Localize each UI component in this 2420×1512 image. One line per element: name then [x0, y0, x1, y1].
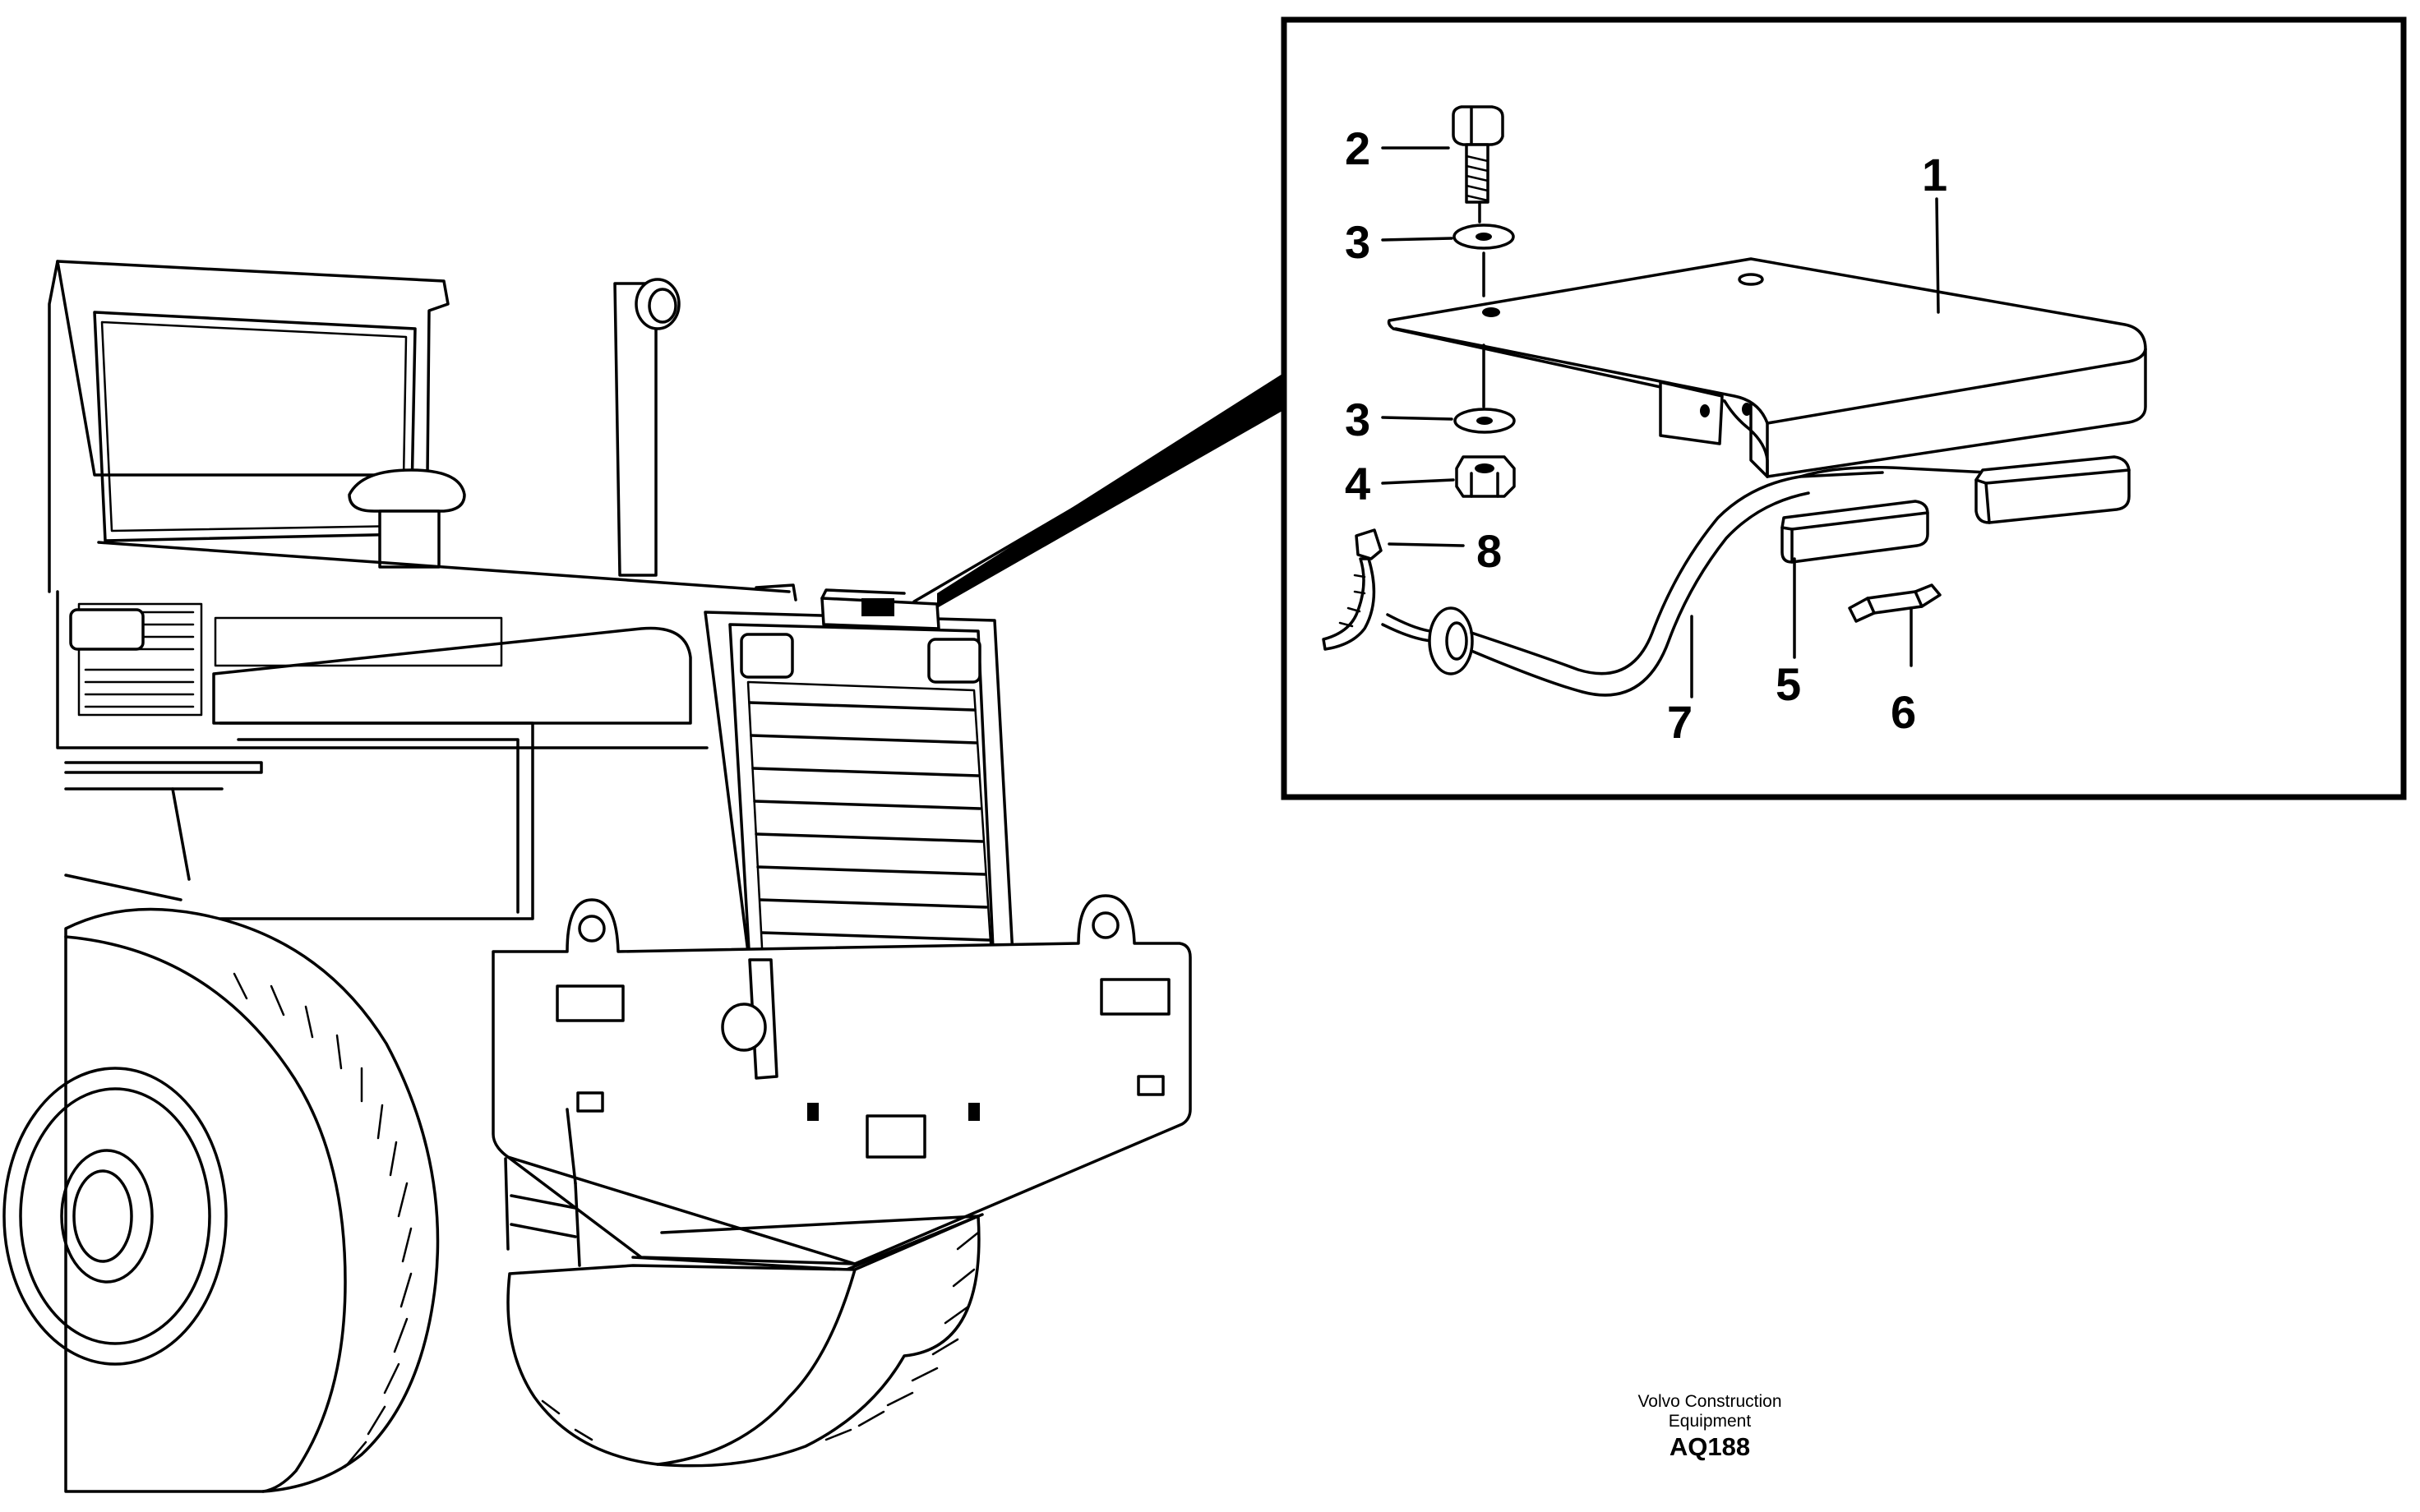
callout-3-upper: 3	[1345, 216, 1370, 268]
drawing-code: AQ188	[1669, 1432, 1751, 1461]
callout-1: 1	[1922, 149, 1947, 201]
callout-3-lower: 3	[1345, 394, 1370, 445]
callout-4: 4	[1345, 458, 1370, 509]
counterweight	[492, 894, 1192, 1265]
callout-7: 7	[1667, 696, 1693, 748]
cable-harness	[1381, 466, 1991, 697]
callout-2: 2	[1345, 122, 1370, 174]
callout-leaders	[1381, 146, 1940, 698]
nut	[1455, 455, 1516, 498]
bolt	[1452, 105, 1504, 224]
bracket-plate	[1387, 257, 2147, 478]
wheel-loader-illustration	[2, 260, 1284, 1493]
drawing-credit: Volvo Construction Equipment AQ188	[1562, 1392, 1858, 1466]
cable-tie	[1322, 528, 1383, 651]
left-wheel	[2, 907, 440, 1493]
right-wheel	[506, 1215, 981, 1468]
lamp-connectors	[1780, 455, 2131, 564]
credit-company-line2: Equipment	[1668, 1412, 1752, 1431]
detail-inset: 1 2 3 3 4 5 6 7 8	[1281, 16, 2407, 800]
bulb	[1848, 583, 1942, 623]
callout-6: 6	[1891, 686, 1916, 738]
credit-company: Volvo Construction	[1637, 1392, 1782, 1411]
callout-8: 8	[1476, 525, 1502, 577]
callout-5: 5	[1776, 658, 1801, 710]
